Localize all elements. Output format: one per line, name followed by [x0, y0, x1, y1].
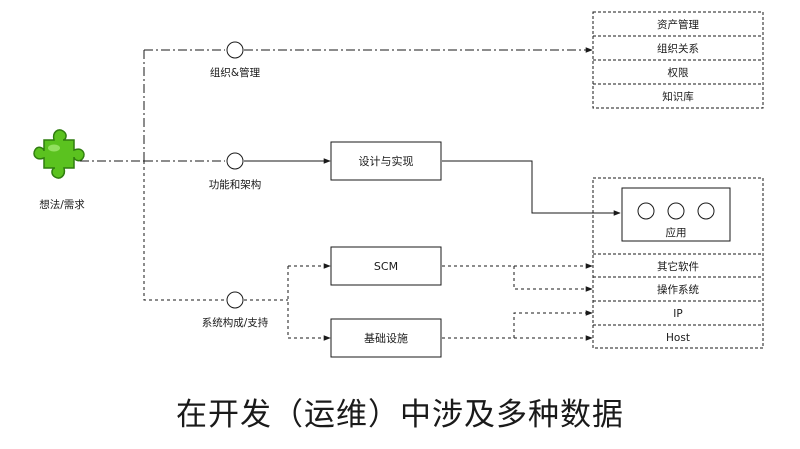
stack-bottom-item: 操作系统: [657, 283, 699, 296]
dashdot-connectors: [80, 47, 593, 162]
node-org-label: 组织&管理: [210, 66, 261, 79]
data-stack-top: [592, 11, 764, 109]
app-circle-icon: [667, 202, 685, 220]
puzzle-icon: [33, 129, 85, 179]
box-infra-label: 基础设施: [364, 332, 408, 345]
stack-bottom-item: Host: [666, 332, 690, 344]
stack-top-item: 组织关系: [657, 42, 699, 55]
stack-top-item: 资产管理: [657, 18, 699, 31]
connector-system: [244, 263, 593, 341]
node-func: 功能和架构: [209, 152, 262, 191]
box-scm: SCM: [330, 246, 442, 286]
app-box: 应用: [621, 187, 731, 242]
stack-top-item: 知识库: [662, 90, 694, 103]
source-label: 想法/需求: [39, 198, 85, 211]
connector-source-to-system: [143, 161, 225, 301]
data-stack-bottom: [592, 177, 764, 349]
connector-design: [244, 158, 621, 216]
app-circle-icon: [697, 202, 715, 220]
caption: 在开发（运维）中涉及多种数据: [176, 397, 624, 433]
box-design-label: 设计与实现: [359, 154, 414, 168]
stack-bottom-item: IP: [673, 308, 682, 320]
box-design: 设计与实现: [330, 141, 442, 181]
node-sys: 系统构成/支持: [202, 291, 269, 329]
box-scm-label: SCM: [374, 260, 398, 273]
node-sys-label: 系统构成/支持: [202, 316, 269, 329]
stack-bottom-item: 其它软件: [657, 260, 699, 273]
node-org: 组织&管理: [210, 41, 261, 79]
app-label: 应用: [666, 226, 687, 239]
app-circle-icon: [637, 202, 655, 220]
box-infra: 基础设施: [330, 318, 442, 358]
stack-top-item: 权限: [668, 66, 689, 79]
node-func-label: 功能和架构: [209, 178, 262, 191]
